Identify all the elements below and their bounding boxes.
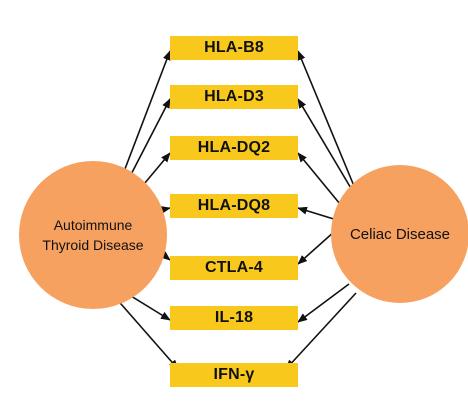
disease-node-celiac: Celiac Disease xyxy=(331,165,468,303)
gene-box-ifn-gamma: IFN-γ xyxy=(170,363,298,387)
arrow-celiac-to-ifn- xyxy=(285,292,357,370)
disease-label-celiac: Celiac Disease xyxy=(349,225,451,243)
disease-label-autoimmune-thyroid: Autoimmune Thyroid Disease xyxy=(42,217,144,253)
arrow-celiac-to-hla-dq8 xyxy=(297,206,338,221)
gene-box-hla-dq2: HLA-DQ2 xyxy=(170,136,298,160)
arrow-autoimmune-to-hla-b8 xyxy=(119,50,171,183)
arrow-celiac-to-hla-b8 xyxy=(297,50,355,187)
gene-box-hla-d3: HLA-D3 xyxy=(170,85,298,109)
gene-box-il-18: IL-18 xyxy=(170,306,298,330)
gene-box-hla-b8: HLA-B8 xyxy=(170,36,298,60)
gene-box-hla-dq8: HLA-DQ8 xyxy=(170,194,298,218)
arrow-autoimmune-to-ifn- xyxy=(113,295,179,370)
arrow-celiac-to-hla-dq2 xyxy=(297,152,341,205)
gene-box-ctla-4: CTLA-4 xyxy=(170,256,298,280)
arrow-celiac-to-il-18 xyxy=(297,283,350,323)
arrow-celiac-to-ctla-4 xyxy=(297,230,336,265)
arrow-celiac-to-hla-d3 xyxy=(297,98,353,191)
disease-node-autoimmune-thyroid: Autoimmune Thyroid Disease xyxy=(19,161,167,309)
